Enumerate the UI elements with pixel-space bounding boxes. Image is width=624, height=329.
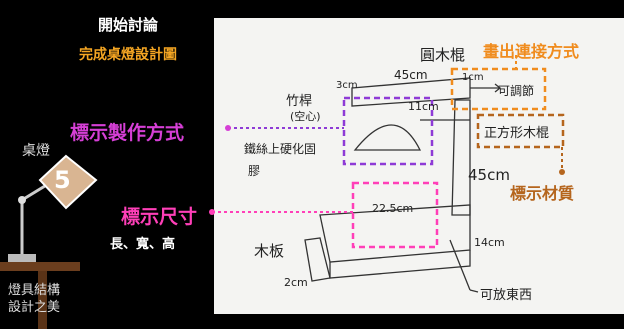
lamp-head — [38, 154, 98, 210]
sketch-dim-45-side: 45cm — [468, 166, 510, 184]
storage-leader — [449, 239, 471, 291]
sketch-dim-2: 2cm — [284, 276, 308, 289]
footer-label: 燈具結構 設計之美 — [8, 282, 60, 316]
annotation-material: 標示材質 — [510, 184, 575, 203]
sketch-bamboo: 竹桿 — [286, 94, 313, 109]
material-dot — [559, 169, 565, 175]
lamp-base — [8, 254, 36, 262]
sketch-dim-22-5: 22.5cm — [372, 202, 414, 215]
footer-line-2: 設計之美 — [8, 300, 61, 315]
sketch-wood-board: 木板 — [254, 242, 285, 260]
sketch-dim-14: 14cm — [474, 236, 505, 249]
sketch-square-stick: 正方形木棍 — [484, 126, 550, 141]
sketch-wire-note-1: 鐵絲上硬化固 — [244, 142, 317, 156]
base-side — [304, 237, 331, 282]
desk-leg — [38, 271, 47, 329]
sketch-adjustable: 可調節 — [498, 84, 535, 98]
lamp-number: 5 — [54, 166, 71, 194]
lamp-joint — [18, 196, 26, 204]
page-subtitle: 完成桌燈設計圖 — [79, 47, 177, 63]
sketch-wire-note-2: 膠 — [248, 164, 261, 178]
footer-line-1: 燈具結構 — [8, 283, 61, 298]
sketch-storage: 可放東西 — [480, 288, 533, 303]
annotation-size-dims: 長、寬、高 — [110, 237, 176, 252]
size-box — [351, 181, 439, 249]
annotation-method: 標示製作方式 — [70, 122, 185, 144]
sketch-dim-45-top: 45cm — [394, 68, 428, 82]
sketch-dim-3: 3cm — [336, 80, 358, 91]
sketch-dim-1: 1cm — [462, 72, 484, 83]
method-box — [342, 96, 434, 166]
sketch-hollow: (空心) — [290, 110, 321, 123]
top-rod — [351, 77, 471, 107]
sketch-paper — [214, 18, 624, 314]
annotation-connection: 畫出連接方式 — [483, 42, 580, 61]
base-board-front — [329, 250, 471, 279]
lamp-label: 桌燈 — [22, 143, 50, 159]
material-box — [476, 113, 565, 149]
method-dot — [225, 125, 231, 131]
sketch-dim-11: 11cm — [408, 100, 439, 113]
sketch-round-stick: 圓木棍 — [420, 46, 466, 64]
vertical-rod — [451, 99, 471, 216]
lamp-illustration — [0, 154, 98, 329]
desk-top — [0, 262, 80, 271]
lamp-shade — [353, 124, 422, 151]
connection-box — [450, 67, 547, 111]
size-dot — [209, 209, 215, 215]
page-title: 開始討論 — [97, 16, 158, 34]
annotation-size: 標示尺寸 — [121, 206, 198, 228]
